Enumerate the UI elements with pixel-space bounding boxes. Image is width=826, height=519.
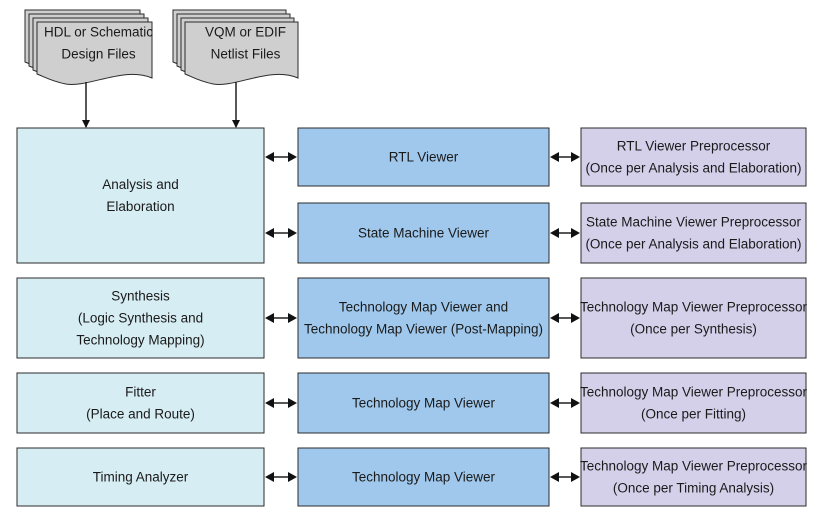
tech-map-preprocessor-synthesis-line-1: Technology Map Viewer Preprocessor <box>580 300 808 315</box>
tech-map-preprocessor-synthesis-box: Technology Map Viewer Preprocessor (Once … <box>580 277 808 359</box>
vqm-files-sheet <box>184 21 299 85</box>
rtl-viewer-line-1: RTL Viewer <box>389 150 459 165</box>
tech-map-preprocessor-fitting-box: Technology Map Viewer Preprocessor (Once … <box>580 372 808 434</box>
fitter-box: Fitter (Place and Route) <box>16 372 265 434</box>
synthesis-line-1: Synthesis <box>111 289 170 304</box>
synthesis-line-3: Technology Mapping) <box>76 333 204 348</box>
state-machine-viewer-rect <box>297 202 550 264</box>
vqm-files-line-1: VQM or EDIF <box>205 25 286 40</box>
tech-map-viewer-fitting-box: Technology Map Viewer <box>297 372 550 434</box>
rtl-viewer-preprocessor-rect <box>580 127 807 187</box>
connectors-layer <box>82 82 580 482</box>
timing-analyzer-box: Timing Analyzer <box>16 447 265 507</box>
synthesis-line-2: (Logic Synthesis and <box>78 311 203 326</box>
rtl-viewer-preprocessor-line-2: (Once per Analysis and Elaboration) <box>585 161 801 176</box>
tech-map-preprocessor-fitting-line-2: (Once per Fitting) <box>641 407 746 422</box>
connector-stage-viewer-2 <box>265 228 297 238</box>
tech-map-preprocessor-timing-box: Technology Map Viewer Preprocessor (Once … <box>580 447 808 507</box>
vqm-files-stack: VQM or EDIF Netlist Files <box>172 9 299 85</box>
analysis-elaboration-line-2: Elaboration <box>106 199 174 214</box>
connector-viewer-preprocessor-2 <box>550 228 580 238</box>
connector-viewer-preprocessor-5 <box>550 472 580 482</box>
synthesis-box: Synthesis (Logic Synthesis andTechnology … <box>16 277 265 359</box>
tech-map-viewer-timing-rect <box>297 447 550 507</box>
connector-stage-viewer-4 <box>265 398 297 408</box>
synthesis-rect <box>16 277 265 359</box>
rtl-viewer-preprocessor-line-1: RTL Viewer Preprocessor <box>617 139 771 154</box>
tech-map-viewer-post-mapping-rect <box>297 277 550 359</box>
tech-map-viewer-fitting-line-1: Technology Map Viewer <box>352 396 496 411</box>
state-machine-viewer-line-1: State Machine Viewer <box>358 226 490 241</box>
tech-map-preprocessor-fitting-line-1: Technology Map Viewer Preprocessor <box>580 385 808 400</box>
timing-analyzer-line-1: Timing Analyzer <box>93 470 189 485</box>
tech-map-preprocessor-synthesis-rect <box>580 277 807 359</box>
analysis-elaboration-rect <box>16 127 265 264</box>
tech-map-viewer-post-mapping-line-2: Technology Map Viewer (Post-Mapping) <box>304 322 543 337</box>
connector-stage-viewer-1 <box>265 152 297 162</box>
tech-map-viewer-timing-box: Technology Map Viewer <box>297 447 550 507</box>
tech-map-preprocessor-timing-line-1: Technology Map Viewer Preprocessor <box>580 459 808 474</box>
tech-map-viewer-fitting-rect <box>297 372 550 434</box>
connector-stage-viewer-5 <box>265 472 297 482</box>
rtl-viewer-rect <box>297 127 550 187</box>
vqm-files-line-2: Netlist Files <box>211 47 281 62</box>
tech-map-preprocessor-fitting-rect <box>580 372 807 434</box>
tech-map-preprocessor-synthesis-line-2: (Once per Synthesis) <box>630 322 757 337</box>
tech-map-preprocessor-timing-rect <box>580 447 807 507</box>
rtl-viewer-box: RTL Viewer <box>297 127 550 187</box>
tech-map-viewer-timing-line-1: Technology Map Viewer <box>352 470 496 485</box>
connector-viewer-preprocessor-4 <box>550 398 580 408</box>
analysis-elaboration-line-1: Analysis and <box>102 177 179 192</box>
state-machine-viewer-preprocessor-box: State Machine Viewer Preprocessor (Once p… <box>580 202 807 264</box>
rtl-viewer-preprocessor-box: RTL Viewer Preprocessor (Once per Analysi… <box>580 127 807 187</box>
connector-viewer-preprocessor-1 <box>550 152 580 162</box>
state-machine-viewer-preprocessor-rect <box>580 202 807 264</box>
fitter-line-1: Fitter <box>125 385 156 400</box>
connector-viewer-preprocessor-3 <box>550 313 580 323</box>
state-machine-viewer-box: State Machine Viewer <box>297 202 550 264</box>
tech-map-viewer-post-mapping-line-1: Technology Map Viewer and <box>339 300 508 315</box>
fitter-line-2: (Place and Route) <box>86 407 195 422</box>
timing-analyzer-rect <box>16 447 265 507</box>
fitter-rect <box>16 372 265 434</box>
tech-map-preprocessor-timing-line-2: (Once per Timing Analysis) <box>613 481 774 496</box>
state-machine-viewer-preprocessor-line-1: State Machine Viewer Preprocessor <box>586 215 802 230</box>
hdl-files-sheet <box>36 21 153 85</box>
connector-stage-viewer-3 <box>265 313 297 323</box>
state-machine-viewer-preprocessor-line-2: (Once per Analysis and Elaboration) <box>585 237 801 252</box>
hdl-files-line-1: HDL or Schematic <box>44 25 153 40</box>
hdl-files-line-2: Design Files <box>61 47 136 62</box>
